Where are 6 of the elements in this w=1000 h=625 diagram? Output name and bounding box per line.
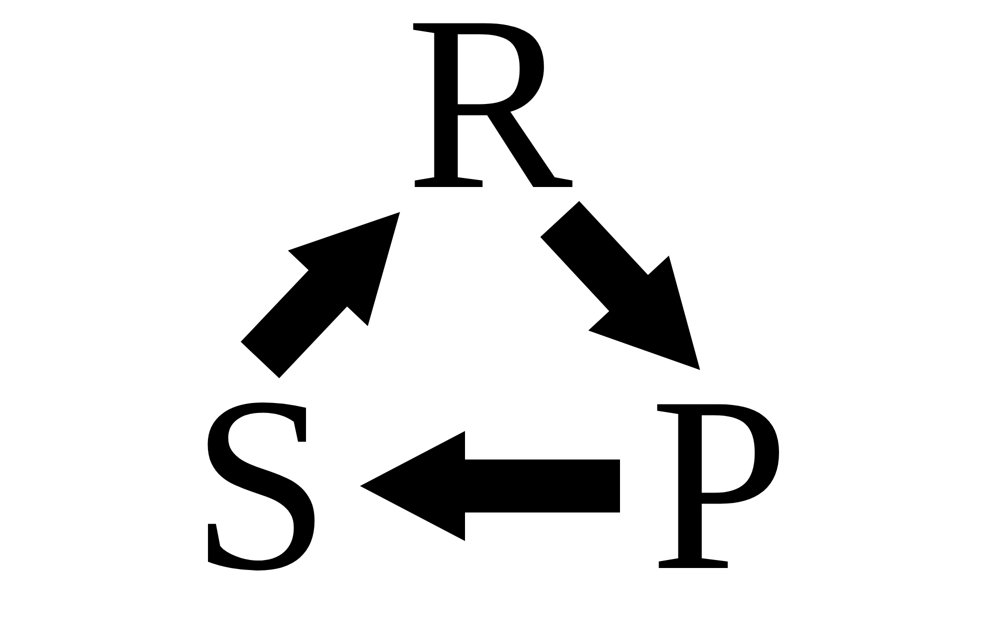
node-letter: S: [191, 385, 330, 585]
block-arrow: [540, 201, 700, 370]
block-arrow: [360, 431, 620, 541]
block-arrow: [240, 212, 400, 378]
node-letter: R: [406, 4, 573, 204]
node-letter: P: [650, 385, 790, 585]
